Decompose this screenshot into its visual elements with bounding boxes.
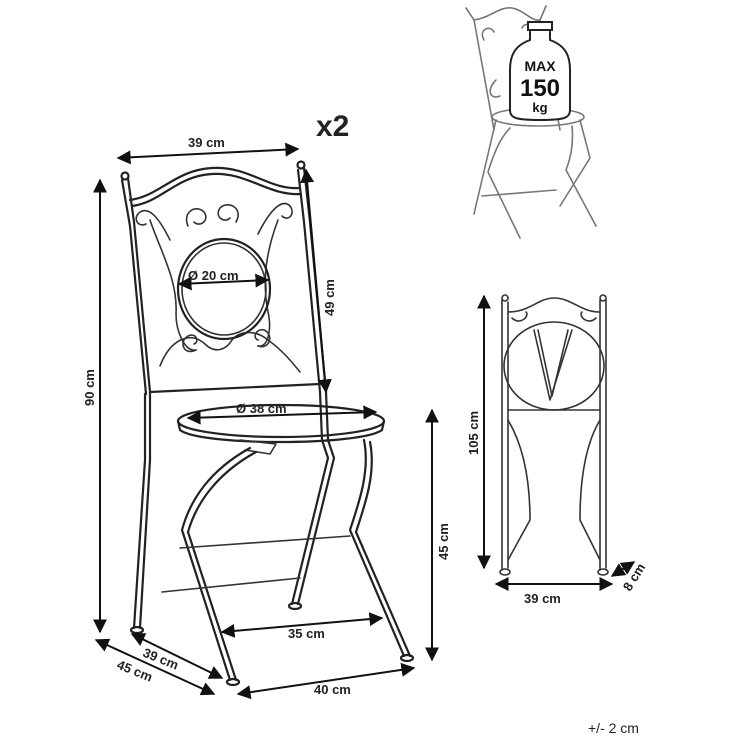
front-right-leg [348, 438, 406, 658]
seat-diameter-line [186, 405, 378, 425]
depth-b-line [94, 638, 216, 696]
seat-diameter-label: Ø 38 cm [236, 401, 287, 416]
seat-rim [176, 419, 386, 444]
seat-height-label: 45 cm [436, 523, 451, 560]
weight-bottle [509, 27, 571, 122]
back-top-rail [128, 166, 302, 202]
back-height-line [300, 168, 332, 394]
folded-depth-label: 8 cm [620, 561, 648, 594]
back-width-label: 39 cm [188, 135, 225, 150]
total-height-label: 90 cm [82, 369, 97, 406]
rear-right-leg [290, 390, 330, 606]
rear-left-leg [138, 390, 152, 630]
max-unit: kg [532, 100, 547, 115]
max-label: MAX [524, 58, 556, 74]
back-bottom-rail [148, 382, 322, 394]
back-left-post [126, 176, 152, 394]
folded-depth-line [610, 561, 636, 577]
folded-height-label: 105 cm [466, 411, 481, 455]
front-width-label: 40 cm [314, 682, 351, 697]
cross-bar [161, 577, 301, 593]
folded-view: 105 cm 39 cm 8 cm [466, 294, 648, 606]
dimension-lines [93, 142, 439, 700]
back-medallion [176, 237, 272, 341]
folded-width-label: 39 cm [524, 591, 561, 606]
folded-seat [503, 321, 605, 411]
foot-span-line [220, 612, 384, 638]
back-scroll-left [185, 208, 207, 227]
front-left-leg [180, 446, 252, 682]
main-chair [120, 160, 415, 687]
back-width-line [116, 142, 300, 165]
tolerance-note: +/- 2 cm [588, 720, 639, 736]
back-circle-label: Ø 20 cm [188, 268, 239, 283]
back-height-label: 49 cm [322, 279, 337, 316]
back-circle-line [177, 273, 270, 291]
dimension-labels: x2 39 cm 49 cm Ø 20 cm Ø 38 cm 90 cm 45 … [82, 110, 451, 697]
foot-span-label: 35 cm [288, 626, 325, 641]
back-scroll-right [217, 204, 239, 223]
max-load-view: MAX 150 kg [465, 5, 597, 239]
max-value: 150 [520, 75, 560, 102]
front-width-line [236, 662, 416, 700]
quantity-label: x2 [316, 110, 349, 143]
